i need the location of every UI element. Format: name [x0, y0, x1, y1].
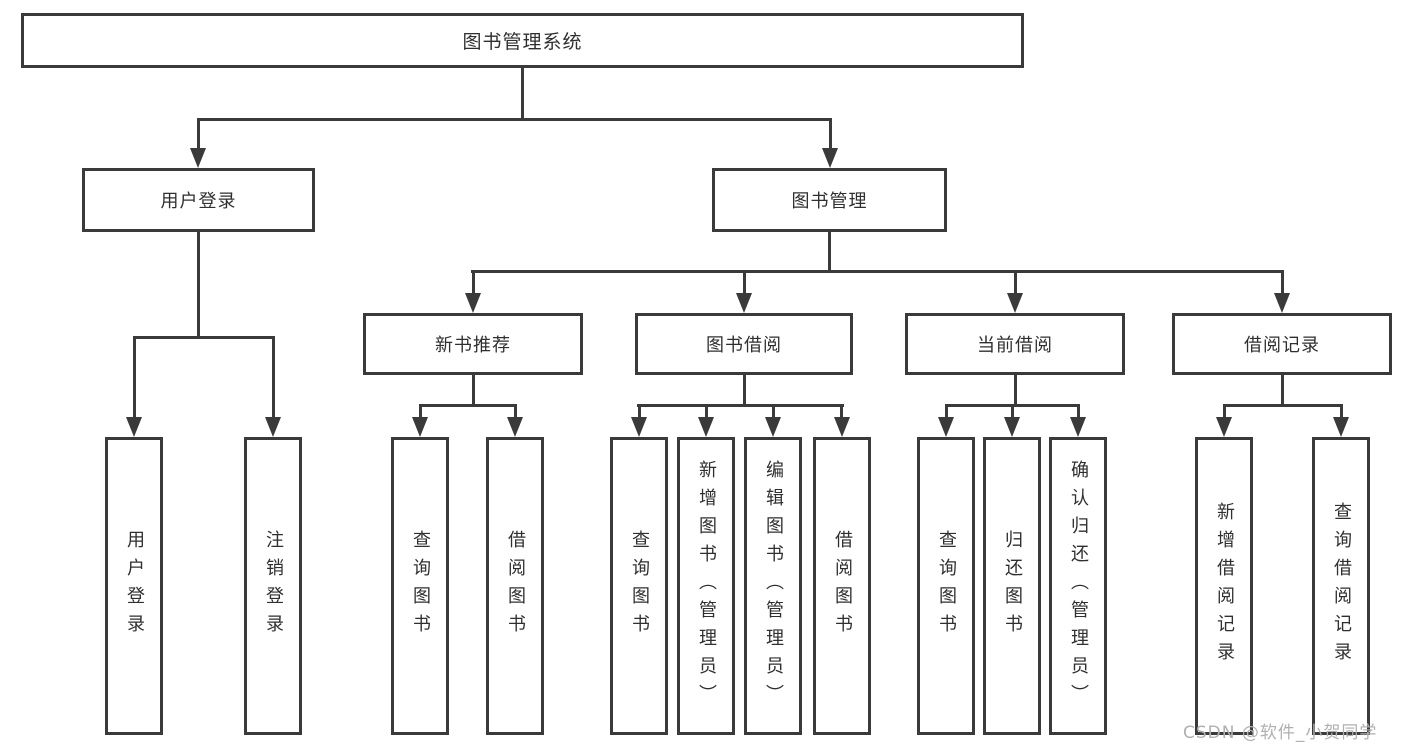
leaf-label: 确认归还（管理员） — [1068, 460, 1089, 712]
connector-line — [772, 404, 775, 420]
connector-line — [637, 404, 844, 407]
arrowhead-down-icon — [126, 417, 142, 437]
leaf-add-book-admin: 新增图书（管理员） — [677, 437, 735, 735]
connector-line — [272, 336, 275, 420]
arrowhead-down-icon — [190, 148, 206, 168]
arrowhead-down-icon — [834, 417, 850, 437]
leaf-label: 编辑图书（管理员） — [763, 460, 784, 712]
node-new-book-recommend: 新书推荐 — [363, 313, 583, 375]
arrowhead-down-icon — [1333, 417, 1349, 437]
connector-line — [705, 404, 708, 420]
leaf-label: 新增图书（管理员） — [696, 460, 717, 712]
leaf-label: 查询图书 — [936, 530, 957, 642]
arrowhead-down-icon — [1216, 417, 1232, 437]
arrowhead-down-icon — [1070, 417, 1086, 437]
leaf-label: 查询图书 — [629, 530, 650, 642]
leaf-edit-book-admin: 编辑图书（管理员） — [744, 437, 802, 735]
csdn-watermark: CSDN @软件_小贺同学 — [1183, 723, 1378, 743]
leaf-label: 借阅图书 — [832, 530, 853, 642]
connector-line — [521, 68, 524, 118]
arrowhead-down-icon — [765, 417, 781, 437]
leaf-borrow-books: 借阅图书 — [813, 437, 871, 735]
leaf-label: 归还图书 — [1002, 530, 1023, 642]
arrowhead-down-icon — [507, 417, 523, 437]
connector-line — [133, 336, 275, 339]
leaf-label: 查询图书 — [410, 530, 431, 642]
connector-line — [514, 404, 517, 420]
node-root-library-system: 图书管理系统 — [21, 13, 1024, 68]
arrowhead-down-icon — [698, 417, 714, 437]
connector-line — [945, 404, 948, 420]
arrowhead-down-icon — [938, 417, 954, 437]
node-book-borrow: 图书借阅 — [635, 313, 853, 375]
connector-line — [197, 118, 832, 121]
arrowhead-down-icon — [631, 417, 647, 437]
connector-line — [197, 118, 200, 150]
leaf-borrow-books-recommend: 借阅图书 — [486, 437, 544, 735]
arrowhead-down-icon — [1004, 417, 1020, 437]
connector-line — [133, 336, 136, 420]
arrowhead-down-icon — [265, 417, 281, 437]
arrowhead-down-icon — [1274, 293, 1290, 313]
connector-line — [471, 270, 1284, 273]
node-user-login: 用户登录 — [82, 168, 315, 232]
connector-line — [828, 232, 831, 270]
node-current-borrow: 当前借阅 — [905, 313, 1125, 375]
leaf-label: 查询借阅记录 — [1331, 502, 1352, 670]
connector-line — [743, 270, 746, 295]
leaf-label: 新增借阅记录 — [1214, 502, 1235, 670]
connector-line — [1077, 404, 1080, 420]
connector-line — [1340, 404, 1343, 420]
leaf-query-books-current: 查询图书 — [917, 437, 975, 735]
connector-line — [1014, 270, 1017, 295]
connector-line — [1011, 404, 1014, 420]
connector-line — [1014, 375, 1017, 404]
connector-line — [829, 118, 832, 150]
leaf-label: 借阅图书 — [505, 530, 526, 642]
leaf-user-login: 用户登录 — [105, 437, 163, 735]
leaf-label: 用户登录 — [124, 530, 145, 642]
arrowhead-down-icon — [412, 417, 428, 437]
arrowhead-down-icon — [1007, 293, 1023, 313]
connector-line — [638, 404, 641, 420]
arrowhead-down-icon — [736, 293, 752, 313]
leaf-query-books-borrow: 查询图书 — [610, 437, 668, 735]
leaf-query-books-recommend: 查询图书 — [391, 437, 449, 735]
leaf-return-books: 归还图书 — [983, 437, 1041, 735]
leaf-confirm-return-admin: 确认归还（管理员） — [1049, 437, 1107, 735]
connector-line — [419, 404, 422, 420]
connector-line — [1223, 404, 1343, 407]
connector-line — [1281, 270, 1284, 295]
connector-line — [472, 270, 475, 295]
leaf-label: 注销登录 — [263, 530, 284, 642]
node-borrow-records: 借阅记录 — [1172, 313, 1392, 375]
arrowhead-down-icon — [465, 293, 481, 313]
connector-line — [419, 404, 517, 407]
arrowhead-down-icon — [822, 148, 838, 168]
node-book-management: 图书管理 — [712, 168, 947, 232]
leaf-add-borrow-record: 新增借阅记录 — [1195, 437, 1253, 735]
connector-line — [197, 232, 200, 336]
connector-line — [472, 375, 475, 404]
connector-line — [840, 404, 843, 420]
leaf-query-borrow-record: 查询借阅记录 — [1312, 437, 1370, 735]
connector-line — [743, 375, 746, 404]
connector-line — [1223, 404, 1226, 420]
connector-line — [1281, 375, 1284, 404]
leaf-logout: 注销登录 — [244, 437, 302, 735]
